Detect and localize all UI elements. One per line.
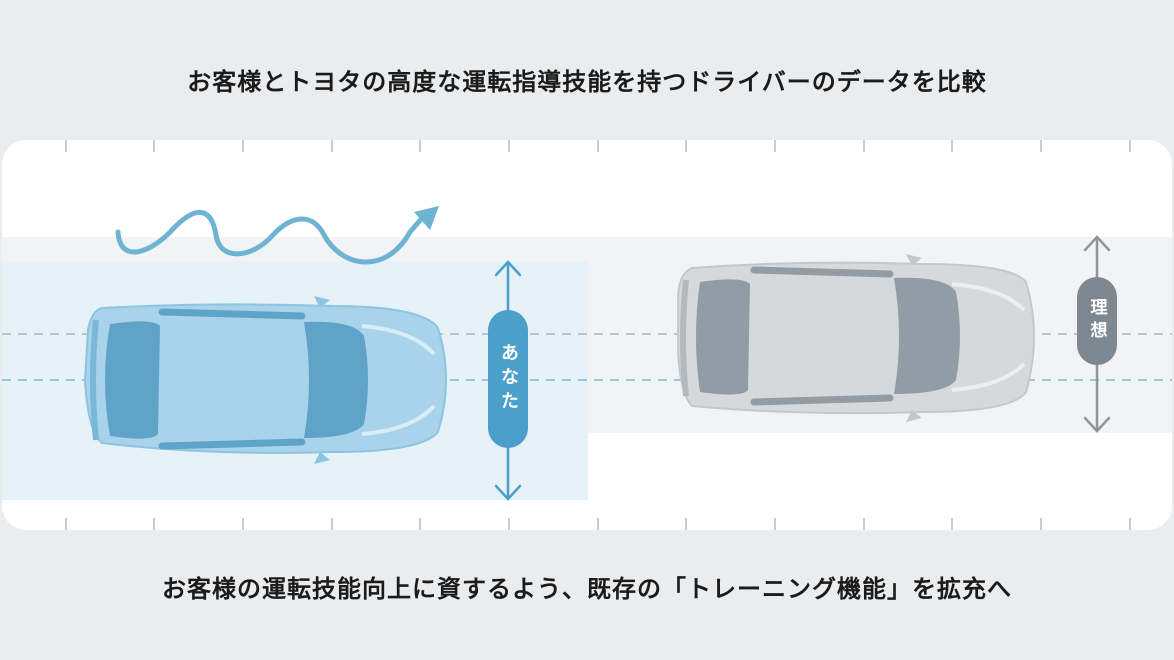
ideal-label-badge: 理想 xyxy=(1077,277,1117,365)
double-arrow-icon-driver xyxy=(494,260,522,501)
footer-caption: お客様の運転技能向上に資するよう、既存の「トレーニング機能」を拡充へ xyxy=(162,575,1012,603)
page-title: お客様とトヨタの高度な運転指導技能を持つドライバーのデータを比較 xyxy=(187,68,987,96)
road-illustration xyxy=(2,140,1172,530)
car-icon-ideal xyxy=(677,254,1035,422)
driver-label-badge: あなた xyxy=(488,310,528,448)
road-diagram: あなた 理想 xyxy=(2,140,1172,530)
car-icon-driver xyxy=(83,296,447,464)
double-arrow-icon-ideal xyxy=(1083,235,1111,433)
edge-ticks xyxy=(65,140,1131,530)
wavy-arrow-icon xyxy=(115,206,439,265)
